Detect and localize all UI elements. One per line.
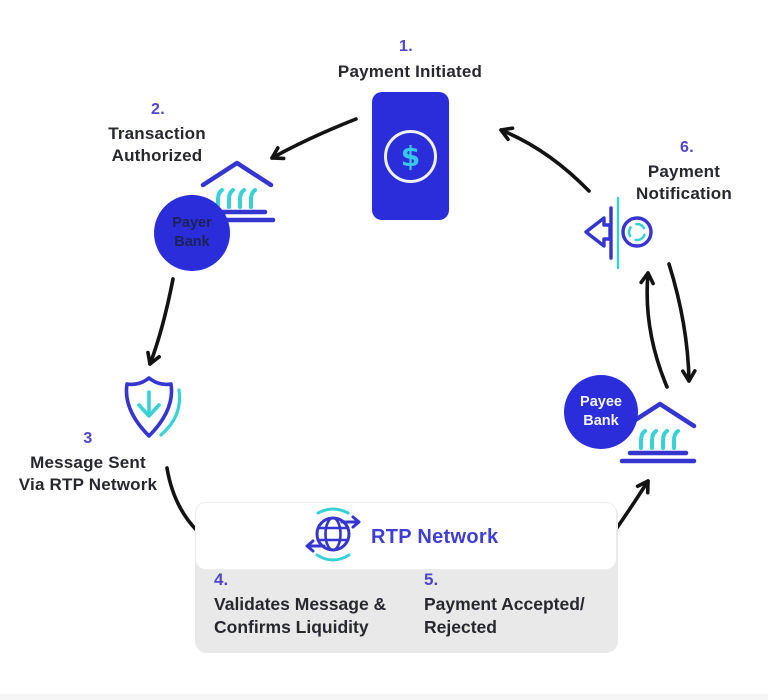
payment-send-icon: [584, 196, 653, 270]
dollar-symbol: $: [400, 139, 421, 173]
step1-label: Payment Initiated: [337, 62, 483, 81]
step5-number: 5.: [424, 570, 439, 589]
step3-label: Message Sent Via RTP Network: [18, 453, 158, 494]
step1-number: 1.: [399, 38, 413, 55]
step2-number: 2.: [151, 101, 165, 118]
step3-number: 3: [83, 430, 93, 447]
globe-transfer-icon: [305, 507, 361, 562]
arrow-phone-to-payer-bank: [270, 117, 358, 161]
rtp-network-bar: [196, 503, 616, 569]
arrow-payee-bank-to-notification: [639, 271, 669, 389]
payer-bank-node: Payer Bank: [154, 195, 230, 271]
smartphone-dollar-icon: $: [372, 92, 449, 220]
arrow-notification-to-payee-bank: [667, 262, 697, 383]
rtp-network-label: RTP Network: [371, 526, 499, 548]
step6-number: 6.: [680, 139, 694, 156]
footer-strip: [0, 694, 768, 700]
step2-label: Transaction Authorized: [108, 124, 206, 165]
arrow-payer-bank-to-shield: [146, 277, 175, 366]
step4-label: Validates Message & Confirms Liquidity: [214, 594, 387, 637]
step4-number: 4.: [214, 570, 229, 589]
payee-bank-node: Payee Bank: [564, 375, 638, 449]
arrow-notification-to-phone: [499, 126, 591, 193]
step6-label: Payment Notification: [636, 162, 732, 203]
step5-label: Payment Accepted/ Rejected: [424, 594, 585, 637]
shield-download-icon: [124, 376, 182, 438]
dollar-circle: $: [384, 129, 437, 183]
